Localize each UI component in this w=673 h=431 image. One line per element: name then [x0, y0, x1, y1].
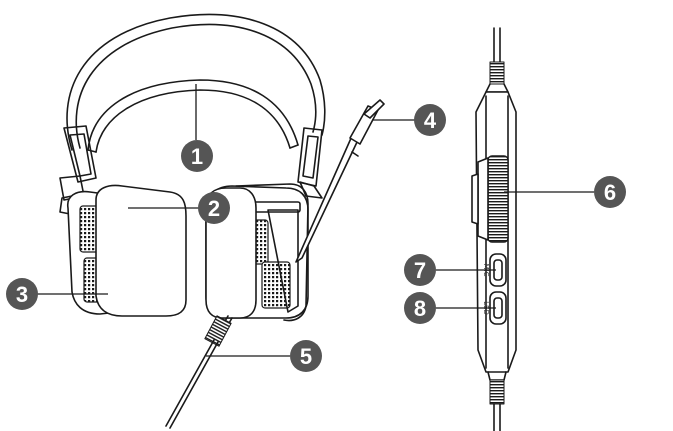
headset-cable — [165, 315, 233, 429]
callout-badge-8: 8 — [404, 292, 436, 324]
callout-number-8: 8 — [414, 296, 426, 321]
headband-inner — [87, 79, 299, 153]
callout-badge-3: 3 — [6, 278, 38, 310]
inline-controller: MIC LED — [471, 27, 517, 431]
controller-cable-bottom — [487, 371, 507, 431]
callout-badge-1: 1 — [181, 140, 213, 172]
callout-badge-4: 4 — [414, 104, 446, 136]
callout-number-3: 3 — [16, 282, 28, 307]
callout-number-7: 7 — [414, 258, 426, 283]
controller-cable-top — [485, 27, 509, 93]
callout-badge-5: 5 — [290, 340, 322, 372]
leader-lines — [36, 84, 594, 357]
callout-number-2: 2 — [208, 196, 220, 221]
callout-number-4: 4 — [424, 108, 437, 133]
callout-number-5: 5 — [300, 344, 312, 369]
headband-outer — [66, 13, 326, 151]
callout-badges: 1 2 3 4 5 6 7 8 — [6, 104, 626, 372]
headset — [59, 13, 385, 429]
callout-badge-7: 7 — [404, 254, 436, 286]
callout-number-6: 6 — [604, 180, 616, 205]
left-ear-cushion — [95, 184, 187, 317]
volume-wheel — [471, 155, 509, 243]
callout-badge-6: 6 — [594, 176, 626, 208]
microphone-boom — [295, 99, 385, 263]
callout-number-1: 1 — [191, 144, 203, 169]
callout-badge-2: 2 — [198, 192, 230, 224]
